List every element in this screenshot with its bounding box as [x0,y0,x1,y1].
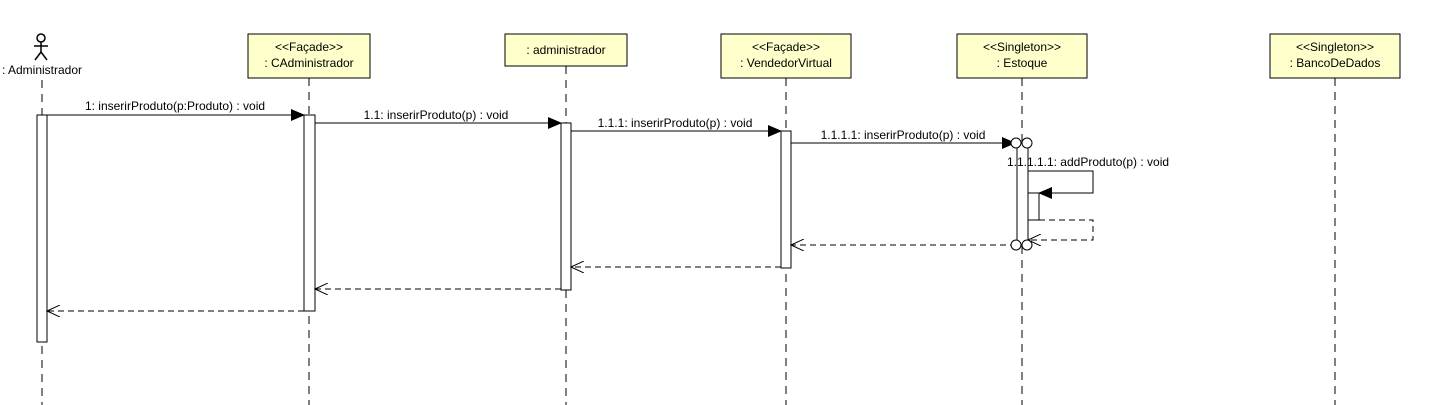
message-label: 1.1.1: inserirProduto(p) : void [598,116,753,130]
gate-circles-top [1010,137,1033,149]
activation-bar-vendedorvirtual [780,130,792,269]
message-label: 1: inserirProduto(p:Produto) : void [85,99,265,113]
message-1-1-1-1[interactable]: 1.1.1.1: inserirProduto(p) : void [791,128,1016,149]
stereotype-label: <<Façade>> [275,40,343,54]
actor-label: : Administrador [2,63,82,77]
activation-bar-actor [36,114,48,343]
message-1[interactable]: 1: inserirProduto(p:Produto) : void [47,99,305,121]
lifeline-head-administrador[interactable]: : administrador [504,33,628,67]
stereotype-label: <<Singleton>> [1296,40,1374,54]
message-label: 1.1: inserirProduto(p) : void [364,108,509,122]
gate-circles-bottom [1010,239,1033,251]
actor-administrador[interactable]: : Administrador [2,33,82,77]
stereotype-label: <<Singleton>> [983,40,1061,54]
lifeline-name: : BancoDeDados [1290,56,1381,70]
lifeline-head-vendedorvirtual[interactable]: <<Façade>> : VendedorVirtual [720,33,852,79]
return-message-self [1028,219,1094,240]
lifeline-name: : VendedorVirtual [740,56,832,70]
message-1-1-1-1-1[interactable]: 1.1.1.1.1: addProduto(p) : void [1007,155,1169,199]
activation-bar-estoque-nested [1027,192,1040,221]
lifeline-head-estoque[interactable]: <<Singleton>> : Estoque [956,33,1088,79]
stereotype-label: <<Façade>> [752,40,820,54]
stick-figure-icon [34,33,48,61]
lifeline-head-bancodedados[interactable]: <<Singleton>> : BancoDeDados [1269,33,1401,79]
activation-bar-cadministrador [303,114,316,312]
lifeline-head-cadministrador[interactable]: <<Façade>> : CAdministrador [247,33,371,79]
message-label: 1.1.1.1: inserirProduto(p) : void [821,128,986,142]
message-1-1[interactable]: 1.1: inserirProduto(p) : void [315,108,562,129]
lifeline-name: : CAdministrador [264,56,353,70]
lifeline-name: : Estoque [997,56,1048,70]
activation-bar-administrador [560,122,572,291]
lifeline-name: : administrador [526,43,605,57]
message-label: 1.1.1.1.1: addProduto(p) : void [1007,155,1169,169]
message-1-1-1[interactable]: 1.1.1: inserirProduto(p) : void [571,116,782,137]
